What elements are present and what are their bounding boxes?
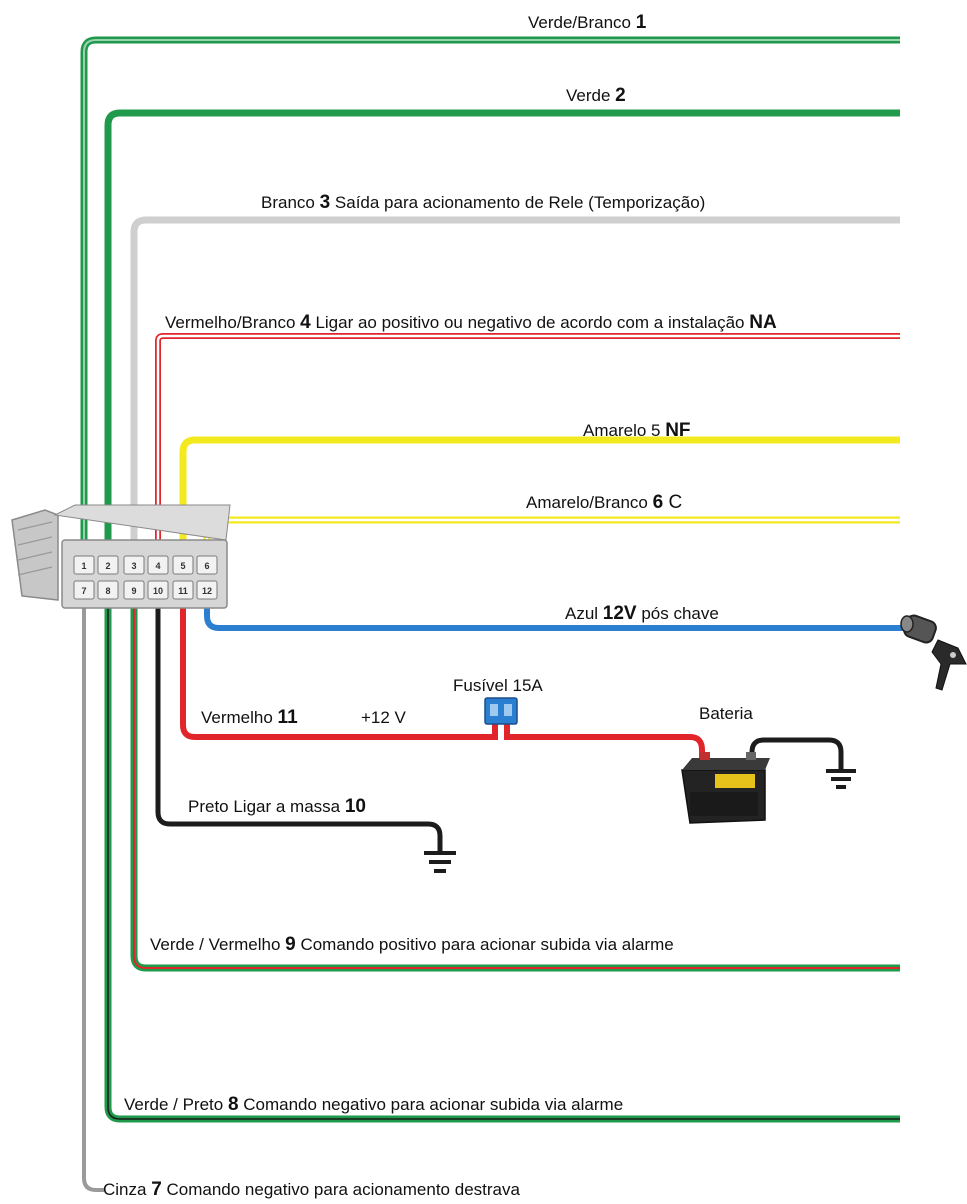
pin-label: 11	[178, 586, 188, 596]
connector-pin-8: 8	[97, 580, 119, 600]
connector-pin-2: 2	[97, 555, 119, 575]
wire-8-green-black	[104, 590, 900, 1123]
label-wire-12: Azul 12V pós chave	[565, 603, 719, 624]
pin-label: 7	[81, 586, 86, 596]
label-wire-7: Cinza 7 Comando negativo para acionament…	[103, 1179, 520, 1200]
wire-5-yellow	[179, 436, 900, 565]
wire-12-blue	[204, 590, 915, 631]
connector-pin-9: 9	[123, 580, 145, 600]
pin-label: 2	[105, 561, 110, 571]
pin-label: 5	[180, 561, 185, 571]
pin-label: 12	[202, 586, 212, 596]
ground-symbol-black-wire	[424, 851, 456, 873]
label-wire-11: Vermelho 11	[201, 707, 298, 728]
connector-pin-4: 4	[147, 555, 169, 575]
connector-pin-12: 12	[196, 580, 218, 600]
label-wire-9: Verde / Vermelho 9 Comando positivo para…	[150, 934, 674, 955]
label-wire-8: Verde / Preto 8 Comando negativo para ac…	[124, 1094, 623, 1115]
connector-pin-10: 10	[147, 580, 169, 600]
battery	[681, 752, 770, 824]
wire-3-white	[130, 216, 900, 565]
wire-fuse-battery	[504, 722, 705, 768]
connector-pin-6: 6	[196, 555, 218, 575]
connector-pin-5: 5	[172, 555, 194, 575]
fuse	[484, 697, 518, 725]
wire-11-red	[180, 590, 498, 740]
pin-label: 9	[131, 586, 136, 596]
wire-4-red-white	[155, 333, 900, 565]
wire-2-green	[104, 109, 900, 565]
wire-battery-ground	[749, 737, 844, 770]
label-fuse: Fusível 15A	[453, 676, 543, 695]
wire-10-black	[155, 590, 443, 852]
label-battery: Bateria	[699, 704, 753, 723]
pin-label: 1	[81, 561, 86, 571]
pin-label: 8	[105, 586, 110, 596]
connector-pin-11: 11	[172, 580, 194, 600]
label-wire-6: Amarelo/Branco 6 C	[526, 492, 682, 513]
connector-pin-3: 3	[123, 555, 145, 575]
wire-6-yellow-white	[203, 516, 900, 565]
label-wire-3: Branco 3 Saída para acionamento de Rele …	[261, 192, 705, 213]
wire-9-green-red	[130, 590, 900, 972]
connector-pin-7: 7	[73, 580, 95, 600]
label-wire-5: Amarelo 5 NF	[583, 420, 691, 441]
label-wire-1: Verde/Branco 1	[528, 12, 647, 33]
label-wire-2: Verde 2	[566, 85, 626, 106]
pin-label: 6	[204, 561, 209, 571]
pin-label: 3	[131, 561, 136, 571]
pin-label: 10	[153, 586, 163, 596]
ground-symbol-battery	[826, 769, 856, 789]
label-wire-4: Vermelho/Branco 4 Ligar ao positivo ou n…	[165, 312, 777, 333]
label-wire-10: Preto Ligar a massa 10	[188, 796, 366, 817]
ignition-key-icon	[900, 614, 967, 691]
connector-pin-1: 1	[73, 555, 95, 575]
wire-7-gray	[82, 590, 104, 1192]
wire-1-green-white	[80, 36, 900, 565]
label-12v: +12 V	[361, 708, 407, 727]
pin-label: 4	[155, 561, 160, 571]
